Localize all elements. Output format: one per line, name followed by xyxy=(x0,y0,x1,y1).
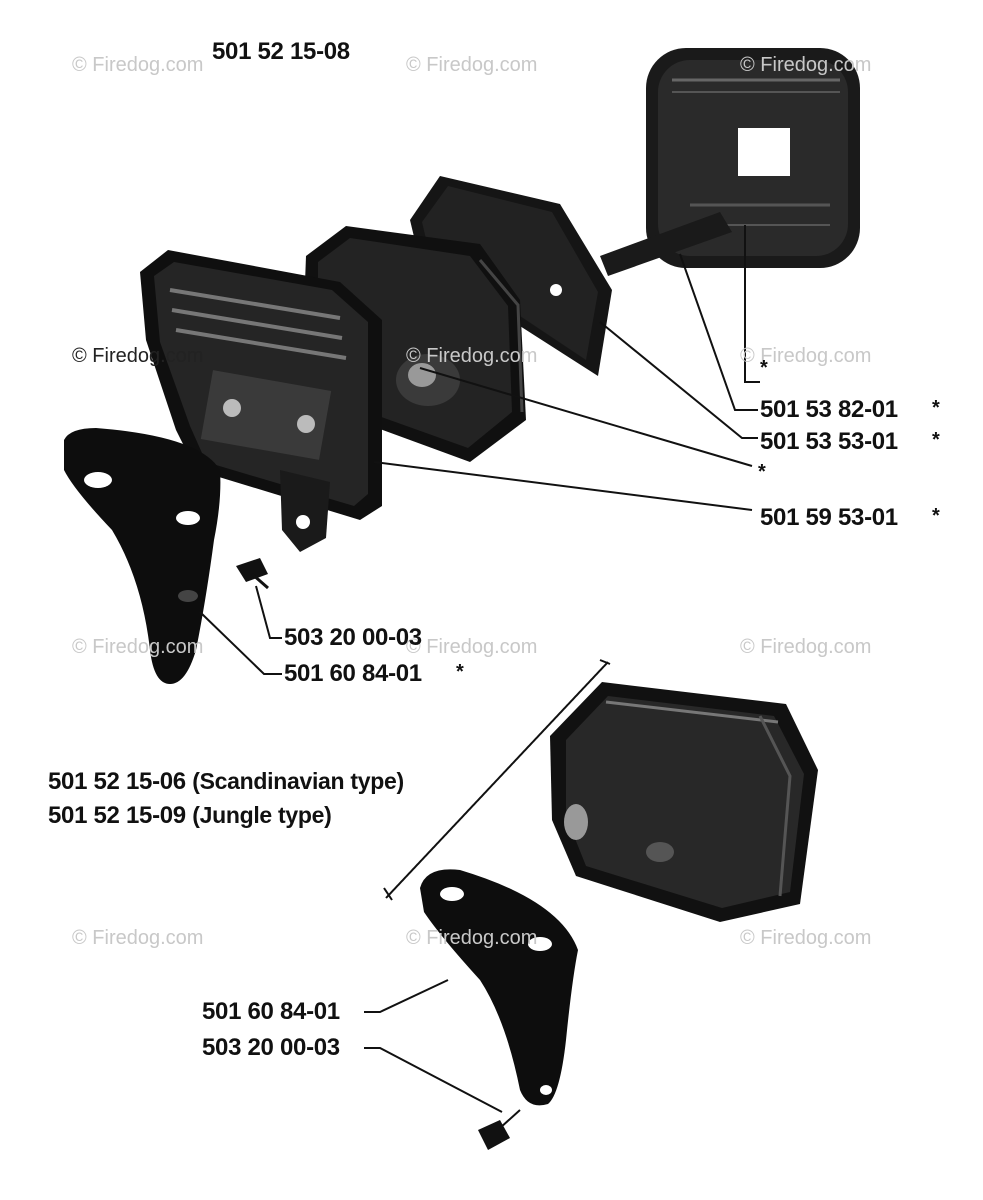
variant-note-1: (Scandinavian type) xyxy=(192,768,404,794)
part-mark-upper-5: * xyxy=(456,661,464,683)
unlabeled-mark: * xyxy=(760,357,768,379)
part-mark-upper-1: * xyxy=(932,397,940,419)
watermark: © Firedog.com xyxy=(406,927,538,949)
lower-leader-lines xyxy=(364,979,503,1113)
watermark: © Firedog.com xyxy=(72,54,204,76)
watermark: © Firedog.com xyxy=(72,927,204,949)
part-label-upper-3: 501 59 53-01 xyxy=(760,504,898,531)
part-label-upper-5: 501 60 84-01 xyxy=(284,660,422,687)
part-label-lower-2: 503 20 00-03 xyxy=(202,1034,340,1061)
variant-part-1: 501 52 15-06 xyxy=(48,768,186,795)
watermark: © Firedog.com xyxy=(740,54,872,76)
variant-part-2: 501 52 15-09 xyxy=(48,802,186,829)
mounting-plate-illustration xyxy=(410,176,612,376)
part-mark-upper-3: * xyxy=(932,505,940,527)
part-mark-upper-2: * xyxy=(932,429,940,451)
variant-label-2: 501 52 15-09 (Jungle type) xyxy=(48,802,332,829)
watermark: © Firedog.com xyxy=(740,927,872,949)
watermark: © Firedog.com xyxy=(740,636,872,658)
variant-label-1: 501 52 15-06 (Scandinavian type) xyxy=(48,770,404,794)
watermark: © Firedog.com xyxy=(72,345,204,367)
watermark: © Firedog.com xyxy=(406,345,538,367)
upper-leader-lines xyxy=(199,225,760,675)
watermark: © Firedog.com xyxy=(72,636,204,658)
watermark: © Firedog.com xyxy=(406,636,538,658)
upper-bracket-illustration xyxy=(64,428,221,684)
unlabeled-mark: * xyxy=(758,461,766,483)
end-cap-cover-illustration xyxy=(600,48,860,276)
part-label-upper-1: 501 53 82-01 xyxy=(760,396,898,423)
lower-screw-illustration xyxy=(478,1109,521,1150)
part-label-lower-1: 501 60 84-01 xyxy=(202,998,340,1025)
lower-housing-illustration xyxy=(550,682,818,922)
watermark: © Firedog.com xyxy=(406,54,538,76)
upper-screw-illustration xyxy=(236,558,269,590)
watermark: © Firedog.com xyxy=(740,345,872,367)
lower-bracket-illustration xyxy=(420,869,578,1106)
part-label-upper-4: 503 20 00-03 xyxy=(284,624,422,651)
lower-guide-line xyxy=(383,659,611,901)
assembly-number: 501 52 15-08 xyxy=(212,38,350,65)
variant-note-2: (Jungle type) xyxy=(192,802,332,828)
part-label-upper-2: 501 53 53-01 xyxy=(760,428,898,455)
